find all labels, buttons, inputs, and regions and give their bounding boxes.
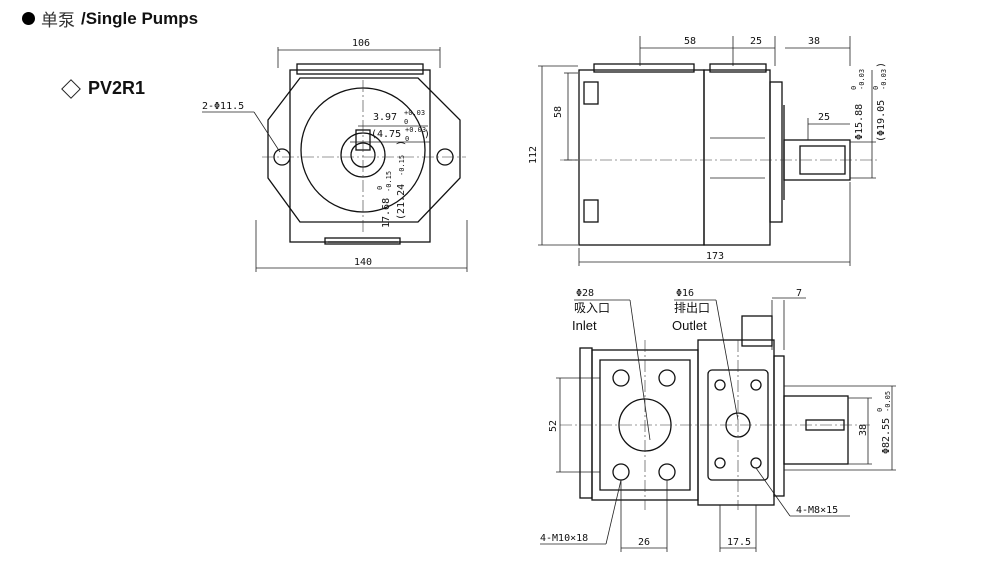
model-name: PV2R1	[88, 78, 146, 98]
svg-text:0: 0	[405, 135, 409, 143]
dim-38-bottom: 38	[858, 424, 869, 436]
svg-text:0: 0	[850, 86, 858, 90]
svg-text:-0.15: -0.15	[385, 171, 393, 192]
svg-text:0: 0	[376, 186, 384, 190]
section-title-cn: 单泵	[41, 11, 75, 31]
front-view: 106 140 2-Φ11.5 3.97 +0.03 0 (4.75 +0.03	[202, 38, 468, 272]
dim-25-top: 25	[750, 36, 762, 47]
dim-7: 7	[796, 288, 802, 299]
dim-key1: 3.97	[373, 112, 397, 123]
bottom-view: Φ28 吸入口 Inlet Φ16 排出口 Outlet 7	[540, 288, 896, 552]
svg-text:-0.15: -0.15	[398, 155, 406, 176]
svg-text:0: 0	[872, 86, 880, 90]
dim-173: 173	[706, 251, 724, 262]
svg-text:+0.03: +0.03	[405, 126, 426, 134]
dim-pilot-dia: Φ82.55	[881, 418, 892, 454]
inlet-dia: Φ28	[576, 288, 594, 299]
section-header: 单泵/Single Pumps	[22, 6, 198, 31]
svg-text:-0.03: -0.03	[858, 69, 866, 90]
dim-shaft1: 17.68	[381, 198, 392, 228]
dim-140: 140	[354, 257, 372, 268]
dim-25-shaft: 25	[818, 112, 830, 123]
svg-text:+0.03: +0.03	[404, 109, 425, 117]
svg-text:0: 0	[404, 118, 408, 126]
dim-58-top: 58	[684, 36, 696, 47]
label-m8-bolts: 4-M8×15	[796, 505, 838, 516]
svg-text:-0.03: -0.03	[880, 69, 888, 90]
svg-text:): )	[424, 129, 430, 140]
outlet-cn: 排出口	[674, 301, 710, 315]
dim-106: 106	[352, 38, 370, 49]
dim-shaft-dia: Φ15.88	[854, 104, 865, 140]
dim-26: 26	[638, 537, 650, 548]
dim-shaft2: (21.24	[396, 184, 407, 220]
dim-58-left: 58	[553, 106, 564, 118]
dim-key2: (4.75	[371, 129, 401, 140]
label-m10-bolts: 4-M10×18	[540, 533, 588, 544]
svg-text:-0.05: -0.05	[884, 391, 892, 412]
outlet-dia: Φ16	[676, 288, 694, 299]
outlet-en: Outlet	[672, 318, 707, 333]
bullet-icon	[22, 12, 35, 25]
svg-text:): )	[396, 140, 407, 146]
inlet-en: Inlet	[572, 318, 597, 333]
side-view: 58 25 38 58 112 173 25	[528, 36, 888, 266]
model-heading: PV2R1	[61, 78, 146, 99]
svg-text:): )	[876, 62, 887, 68]
dim-38: 38	[808, 36, 820, 47]
dim-shaft-dia2: (Φ19.05	[876, 100, 887, 142]
inlet-cn: 吸入口	[574, 301, 610, 315]
dim-17-5: 17.5	[727, 537, 751, 548]
dim-52: 52	[548, 420, 559, 432]
label-holes: 2-Φ11.5	[202, 101, 244, 112]
svg-text:0: 0	[876, 408, 884, 412]
dim-112: 112	[528, 146, 539, 164]
section-title-en: /Single Pumps	[81, 8, 199, 28]
